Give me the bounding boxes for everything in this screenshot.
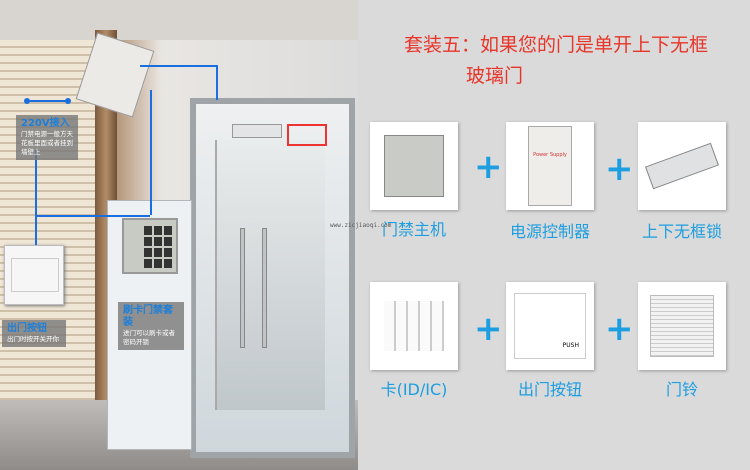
product-card-cards bbox=[370, 282, 458, 370]
exit-button-icon bbox=[4, 245, 64, 305]
corridor-view bbox=[215, 140, 325, 410]
product-label: 上下无框锁 bbox=[641, 222, 722, 241]
title-line-2: 玻璃门 bbox=[466, 65, 524, 87]
plus-icon: + bbox=[605, 149, 634, 189]
product-label: 出门按钮 bbox=[517, 380, 582, 399]
product-label: 卡(ID/IC) bbox=[380, 380, 448, 399]
product-card-power: Power Supply bbox=[506, 122, 594, 210]
plus-icon: + bbox=[474, 309, 503, 349]
wire-dot bbox=[65, 98, 71, 104]
plus-icon: + bbox=[474, 147, 503, 187]
callout-title: 出门按钮 bbox=[7, 323, 47, 334]
access-controller-icon bbox=[384, 135, 444, 197]
callout-title: 刷卡门禁套装 bbox=[123, 305, 173, 328]
wire bbox=[35, 150, 37, 245]
cards-icon bbox=[384, 301, 444, 351]
wire bbox=[35, 215, 150, 217]
product-label: 门铃 bbox=[665, 380, 698, 399]
wire-dot bbox=[24, 98, 30, 104]
keypad-icon bbox=[122, 218, 178, 274]
callout-reader: 刷卡门禁套装 进门可以刷卡或者密码开锁 bbox=[118, 302, 184, 350]
product-card-exit: PUSH bbox=[506, 282, 594, 370]
wire bbox=[26, 100, 69, 102]
lock-icon bbox=[232, 124, 282, 138]
set-title: 套装五：如果您的门是单开上下无框 玻璃门 bbox=[366, 30, 746, 92]
wire bbox=[140, 65, 218, 67]
doorbell-icon bbox=[650, 295, 714, 357]
product-label: 门禁主机 bbox=[381, 220, 446, 239]
callout-desc: 出门时按开关开你 bbox=[7, 335, 59, 343]
callout-desc: 门禁电源一般方天花板里面或者挂到墙壁上 bbox=[21, 130, 73, 156]
product-card-doorbell bbox=[638, 282, 726, 370]
door-handle-icon bbox=[240, 228, 245, 348]
product-panel: 套装五：如果您的门是单开上下无框 玻璃门 Power Supply PUSH +… bbox=[358, 0, 750, 470]
product-card-lock bbox=[638, 122, 726, 210]
product-card-controller bbox=[370, 122, 458, 210]
wire bbox=[216, 65, 218, 100]
callout-desc: 进门可以刷卡或者密码开锁 bbox=[123, 329, 175, 346]
callout-title: 220V接入 bbox=[21, 118, 70, 129]
plus-icon: + bbox=[605, 309, 634, 349]
product-label: 电源控制器 bbox=[509, 222, 590, 241]
power-supply-icon: Power Supply bbox=[528, 126, 572, 206]
frameless-lock-icon bbox=[645, 142, 719, 190]
callout-exit: 出门按钮 出门时按开关开你 bbox=[2, 320, 66, 347]
ceiling bbox=[0, 0, 358, 40]
door-handle-icon bbox=[262, 228, 267, 348]
watermark: www.zicjiaoqi.com bbox=[330, 222, 392, 229]
lock-highlight bbox=[287, 124, 327, 146]
installation-photo: 220V接入 门禁电源一般方天花板里面或者挂到墙壁上 出门按钮 出门时按开关开你… bbox=[0, 0, 358, 470]
wire bbox=[150, 90, 152, 215]
exit-button-icon: PUSH bbox=[514, 293, 586, 359]
callout-power: 220V接入 门禁电源一般方天花板里面或者挂到墙壁上 bbox=[16, 115, 78, 160]
title-line-1: 套装五：如果您的门是单开上下无框 bbox=[403, 34, 708, 56]
